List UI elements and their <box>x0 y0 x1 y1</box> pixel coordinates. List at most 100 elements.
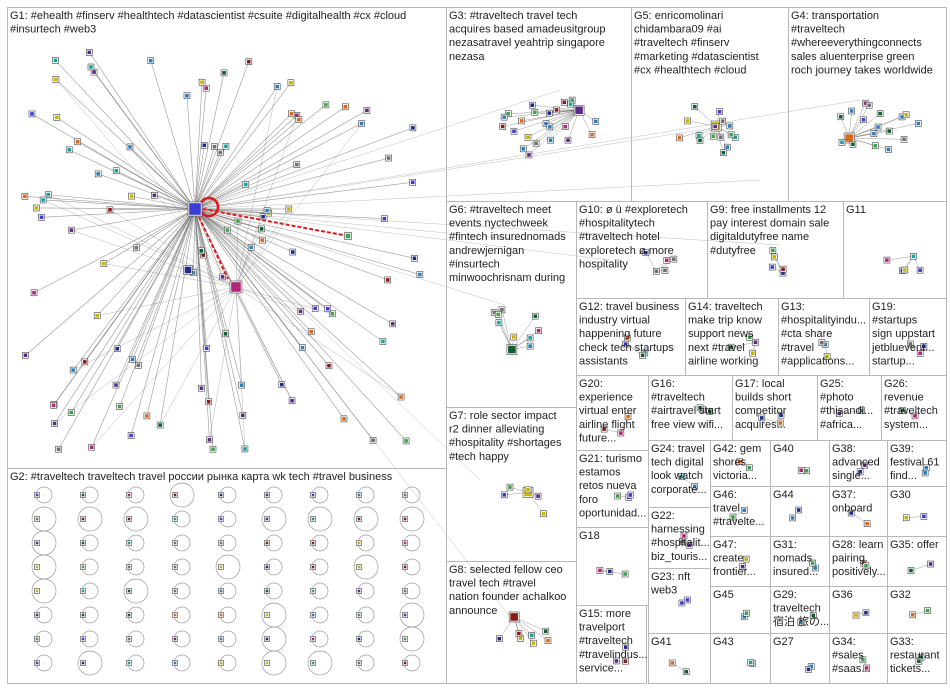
group-label-g4: sales aluenterprise green <box>791 51 915 63</box>
group-label-g2: G2: #traveltech traveltech travel россии… <box>10 471 393 483</box>
edge <box>235 208 290 288</box>
edge <box>839 410 862 414</box>
g2-node <box>357 493 361 497</box>
node <box>798 620 803 624</box>
g1-node <box>224 144 228 149</box>
edge <box>73 286 237 371</box>
node <box>544 121 548 126</box>
g1-node <box>114 168 118 173</box>
node <box>742 614 747 619</box>
g2-node <box>265 613 269 617</box>
group-label-g16: G16: <box>651 378 675 390</box>
group-label-g31: nomads <box>773 553 813 565</box>
group-label-g47: G47: <box>713 539 737 551</box>
group-label-g3: nezasa <box>449 51 485 63</box>
group-label-g33: tickets... <box>890 663 930 675</box>
edge <box>58 208 196 450</box>
edge <box>55 79 196 210</box>
edge <box>71 208 196 231</box>
group-label-g8: announce <box>449 605 497 617</box>
g1-node <box>184 266 192 274</box>
group-label-g21: G21: turismo <box>579 453 642 465</box>
group-label-g16: free view wifi... <box>651 419 723 431</box>
g1-node <box>89 445 94 450</box>
g2-node <box>311 637 315 641</box>
g1-node <box>41 198 45 202</box>
edge <box>194 61 250 210</box>
group-label-g20: future... <box>579 432 616 444</box>
g1-node <box>410 180 415 185</box>
node <box>541 511 546 516</box>
edge <box>31 113 196 210</box>
edge <box>527 110 580 138</box>
g1-node <box>185 93 189 98</box>
node <box>878 111 882 116</box>
g2-node <box>357 541 361 545</box>
group-label-g9: digitaldutyfree name <box>710 231 809 243</box>
cells-layer: G1: #ehealth #finserv #healthtech #datas… <box>7 7 947 684</box>
node <box>566 138 570 143</box>
node <box>873 143 878 148</box>
node <box>526 135 530 140</box>
node <box>530 103 535 107</box>
group-label-g6: #insurtech <box>449 258 500 270</box>
g1-node <box>30 112 34 116</box>
edge <box>194 208 407 442</box>
node <box>922 344 926 349</box>
g2-node <box>311 613 315 617</box>
edge <box>103 263 237 288</box>
group-label-g46: travel <box>713 503 740 515</box>
self-loop <box>261 650 287 676</box>
group-label-g28: G28: learn <box>832 539 883 551</box>
g1-node <box>204 346 209 351</box>
group-label-g13: #hospitalityindu... <box>781 315 866 327</box>
edge <box>194 157 389 210</box>
g1-node <box>330 311 335 316</box>
edge <box>56 117 196 210</box>
group-label-g7: r2 dinner alleviating <box>449 424 544 436</box>
g1-node <box>46 192 51 197</box>
node <box>548 125 552 129</box>
edge <box>54 286 237 424</box>
group-label-g9: pay interest domain sale <box>710 218 829 230</box>
edge <box>71 229 237 288</box>
edge <box>528 110 580 156</box>
group-label-g7: G7: role sector impact <box>449 410 557 422</box>
g1-node <box>247 59 251 64</box>
group-cell-g47 <box>710 536 771 587</box>
g1-node <box>206 399 211 404</box>
g1-node <box>218 150 223 155</box>
g2-node <box>403 565 407 569</box>
node <box>517 631 521 636</box>
self-loop <box>399 626 425 652</box>
g1-node <box>222 71 226 75</box>
group-label-g22: #hospitalit... <box>651 537 710 549</box>
node <box>863 101 868 105</box>
edge <box>194 208 226 334</box>
node <box>717 109 722 114</box>
g1-node <box>243 447 247 451</box>
group-label-g3: nezasatravel yeahtrip singapore <box>449 37 605 49</box>
self-loop <box>77 650 103 676</box>
g1-node <box>114 383 118 387</box>
g1-node <box>96 172 101 176</box>
group-label-g22: G22: <box>651 510 675 522</box>
node <box>854 613 858 617</box>
node <box>562 100 567 105</box>
g1-node <box>102 261 106 266</box>
node <box>916 121 921 126</box>
group-label-g10: G10: ø ü #exploretech <box>579 204 688 216</box>
node <box>922 514 926 519</box>
nodes-layer <box>21 49 934 676</box>
g1-node <box>53 58 58 63</box>
g2-node <box>173 493 177 497</box>
g2-node <box>311 493 315 497</box>
node <box>729 133 733 137</box>
group-label-g11: G11 <box>846 204 866 216</box>
node <box>799 468 804 473</box>
node <box>496 312 501 317</box>
g2-node <box>265 493 269 497</box>
self-loop <box>307 650 333 676</box>
group-label-g23: web3 <box>650 585 677 597</box>
g1-node <box>297 117 301 122</box>
